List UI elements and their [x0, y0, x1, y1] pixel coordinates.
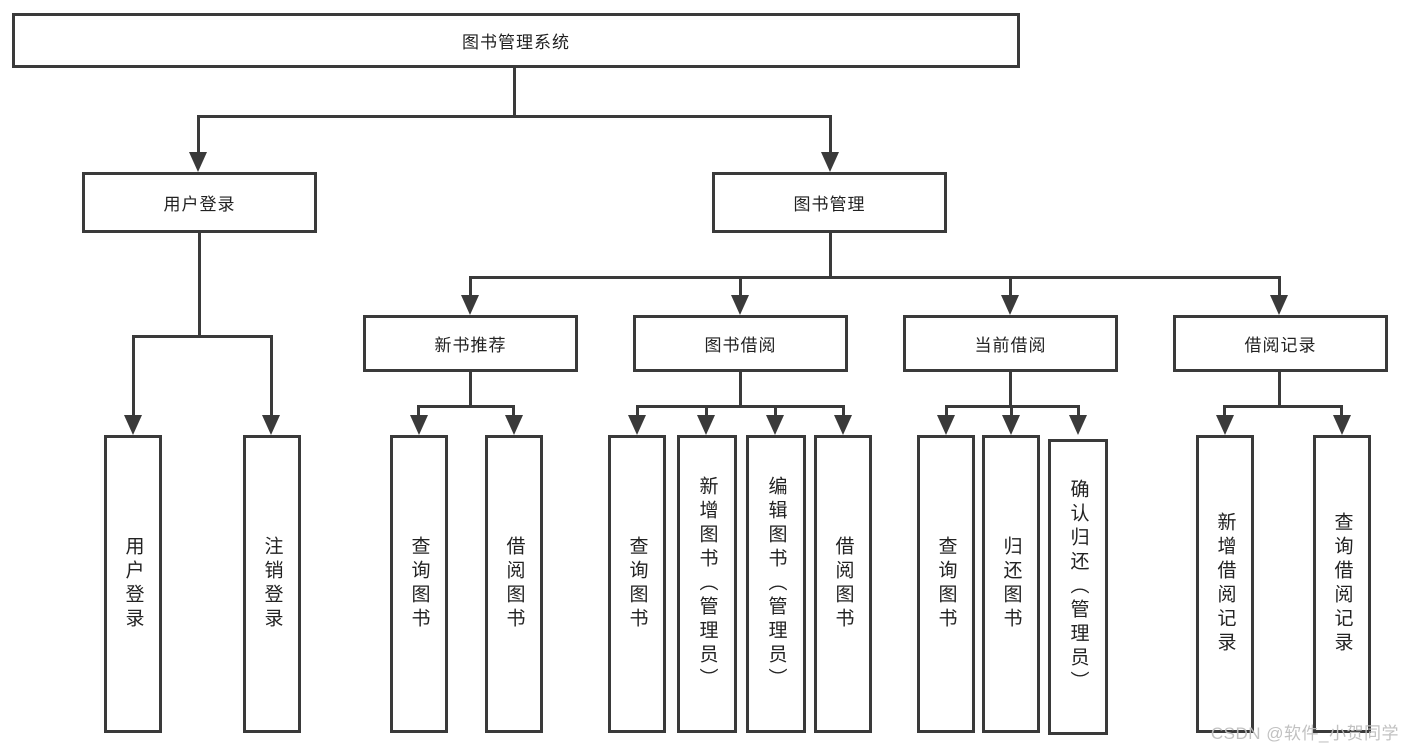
connector-line — [636, 405, 639, 420]
leaf-current-query-book-label: 查询图书 — [935, 536, 957, 632]
connector-line — [739, 372, 742, 405]
leaf-logout: 注销登录 — [243, 435, 301, 733]
leaf-borrow-add-book-label: 新增图书（管理员） — [696, 476, 718, 692]
connector-line — [270, 335, 273, 420]
connector-line — [1009, 372, 1012, 405]
connector-line — [417, 405, 420, 420]
connector-line — [829, 233, 832, 276]
connector-line — [198, 233, 201, 335]
node-records: 借阅记录 — [1173, 315, 1388, 372]
node-borrow: 图书借阅 — [633, 315, 848, 372]
arrow-down-icon — [821, 152, 839, 172]
connector-line — [1278, 372, 1281, 405]
arrow-down-icon — [697, 415, 715, 435]
arrow-down-icon — [834, 415, 852, 435]
arrow-down-icon — [124, 415, 142, 435]
arrow-down-icon — [1216, 415, 1234, 435]
connector-line — [469, 372, 472, 405]
leaf-rec-query-book: 查询图书 — [390, 435, 448, 733]
arrow-down-icon — [1069, 415, 1087, 435]
node-new-rec: 新书推荐 — [363, 315, 578, 372]
arrow-down-icon — [731, 295, 749, 315]
connector-line — [512, 405, 515, 420]
leaf-borrow-borrow-book-label: 借阅图书 — [832, 536, 854, 632]
node-book-manage-label: 图书管理 — [793, 195, 866, 214]
connector-line — [1009, 276, 1012, 300]
leaf-user-login-label: 用户登录 — [122, 536, 144, 632]
connector-line — [513, 68, 516, 115]
connector-line — [1010, 405, 1013, 420]
arrow-down-icon — [1333, 415, 1351, 435]
node-borrow-label: 图书借阅 — [704, 336, 777, 355]
leaf-current-query-book: 查询图书 — [917, 435, 975, 733]
connector-line — [739, 276, 742, 300]
leaf-borrow-query-book-label: 查询图书 — [626, 536, 648, 632]
connector-line — [469, 276, 1281, 279]
connector-line — [636, 405, 845, 408]
leaf-records-query: 查询借阅记录 — [1313, 435, 1371, 733]
node-current: 当前借阅 — [903, 315, 1118, 372]
connector-line — [774, 405, 777, 420]
connector-line — [945, 405, 948, 420]
node-current-label: 当前借阅 — [974, 336, 1047, 355]
arrow-down-icon — [1270, 295, 1288, 315]
arrow-down-icon — [461, 295, 479, 315]
connector-line — [469, 276, 472, 300]
node-root-label: 图书管理系统 — [462, 33, 570, 52]
arrow-down-icon — [410, 415, 428, 435]
arrow-down-icon — [189, 152, 207, 172]
leaf-current-return-book: 归还图书 — [982, 435, 1040, 733]
leaf-borrow-edit-book: 编辑图书（管理员） — [746, 435, 806, 733]
connector-line — [1278, 276, 1281, 300]
arrow-down-icon — [1002, 415, 1020, 435]
connector-line — [1340, 405, 1343, 420]
arrow-down-icon — [505, 415, 523, 435]
leaf-user-login: 用户登录 — [104, 435, 162, 733]
leaf-records-add: 新增借阅记录 — [1196, 435, 1254, 733]
connector-line — [705, 405, 708, 420]
leaf-rec-borrow-book-label: 借阅图书 — [503, 536, 525, 632]
arrow-down-icon — [937, 415, 955, 435]
leaf-records-query-label: 查询借阅记录 — [1331, 512, 1353, 656]
leaf-borrow-borrow-book: 借阅图书 — [814, 435, 872, 733]
csdn-watermark: CSDN @软件_小贺同学 — [1210, 724, 1399, 743]
leaf-current-return-book-label: 归还图书 — [1000, 536, 1022, 632]
connector-line — [829, 115, 832, 158]
arrow-down-icon — [628, 415, 646, 435]
connector-line — [132, 335, 135, 420]
leaf-borrow-add-book: 新增图书（管理员） — [677, 435, 737, 733]
node-root: 图书管理系统 — [12, 13, 1020, 68]
leaf-logout-label: 注销登录 — [261, 536, 283, 632]
connector-line — [842, 405, 845, 420]
connector-line — [1223, 405, 1342, 408]
leaf-current-confirm-return: 确认归还（管理员） — [1048, 439, 1108, 735]
leaf-current-confirm-return-label: 确认归还（管理员） — [1067, 479, 1089, 695]
leaf-records-add-label: 新增借阅记录 — [1214, 512, 1236, 656]
node-records-label: 借阅记录 — [1244, 336, 1317, 355]
leaf-rec-borrow-book: 借阅图书 — [485, 435, 543, 733]
node-book-manage: 图书管理 — [712, 172, 947, 233]
leaf-borrow-query-book: 查询图书 — [608, 435, 666, 733]
arrow-down-icon — [766, 415, 784, 435]
node-user-login-label: 用户登录 — [163, 195, 236, 214]
connector-line — [197, 115, 200, 158]
connector-line — [417, 405, 515, 408]
connector-line — [132, 335, 273, 338]
connector-line — [1077, 405, 1080, 420]
connector-line — [197, 115, 832, 118]
node-user-login: 用户登录 — [82, 172, 317, 233]
arrow-down-icon — [1001, 295, 1019, 315]
leaf-borrow-edit-book-label: 编辑图书（管理员） — [765, 476, 787, 692]
node-new-rec-label: 新书推荐 — [434, 336, 507, 355]
connector-line — [1223, 405, 1226, 420]
leaf-rec-query-book-label: 查询图书 — [408, 536, 430, 632]
arrow-down-icon — [262, 415, 280, 435]
